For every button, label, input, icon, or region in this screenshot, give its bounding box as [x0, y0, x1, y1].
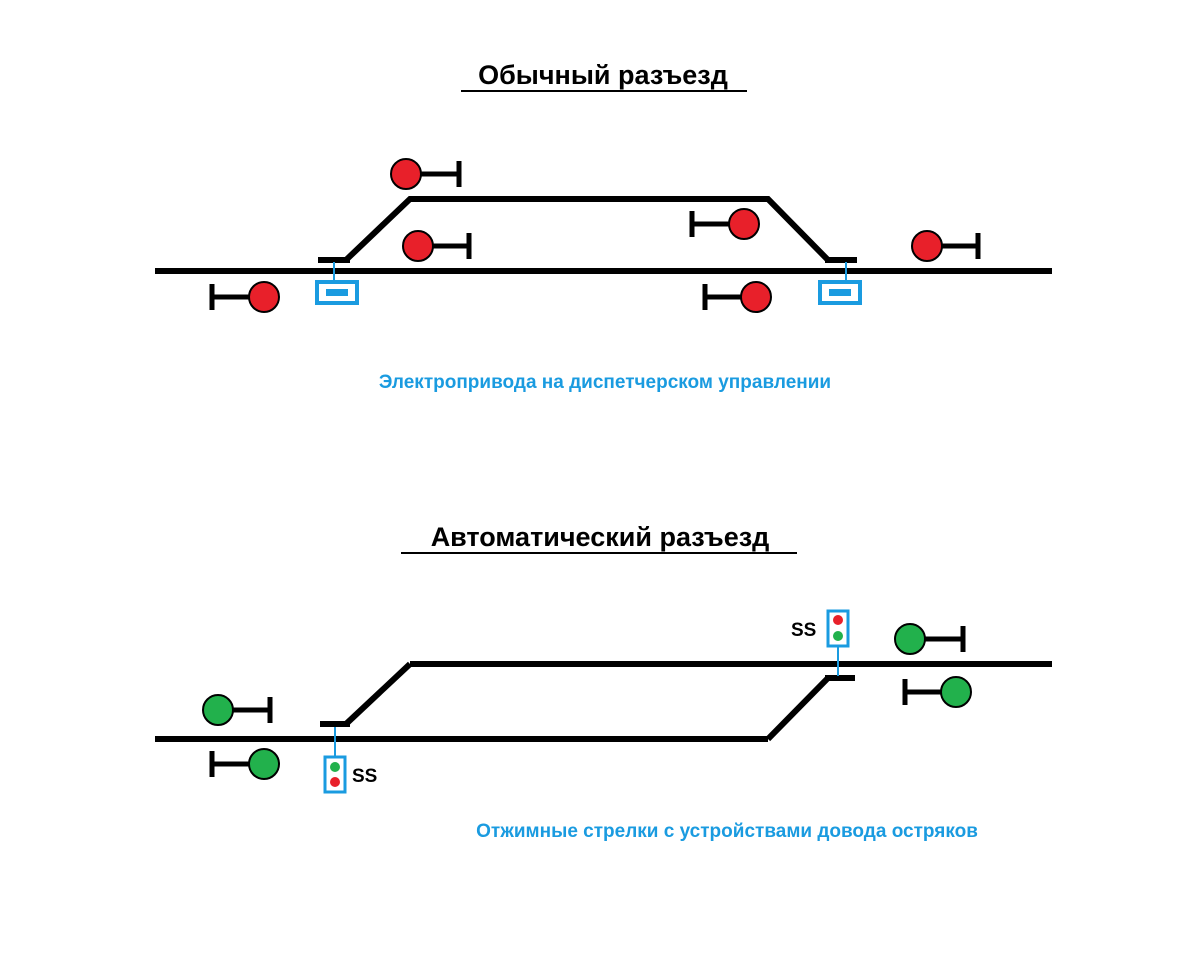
signal-red-siding-entry: [390, 158, 462, 190]
switch-machine-left: [315, 262, 359, 305]
signal-green-right-upper: [894, 623, 966, 655]
signal-red-main-inner-left: [402, 230, 472, 262]
section2-tracks: [155, 661, 1052, 742]
switch-indicator-left: [323, 727, 347, 794]
section1-caption: Электропривода на диспетчерском управлен…: [379, 372, 831, 393]
siding-track: [343, 196, 831, 263]
section1-title: Обычный разъезд: [478, 60, 728, 90]
ss-label-left: SS: [352, 766, 377, 787]
signal-green-right-lower: [902, 676, 972, 708]
section2-caption: Отжимные стрелки с устройствами довода о…: [476, 821, 978, 842]
crossover-right: [765, 675, 831, 742]
signal-red-siding-exit: [689, 208, 760, 240]
section2-title: Автоматический разъезд: [431, 522, 770, 552]
signal-green-left-upper: [202, 694, 273, 726]
switch-machine-right: [818, 262, 862, 305]
signal-red-left-outer: [209, 281, 280, 313]
signal-red-main-inner-right: [702, 281, 772, 313]
crossover-left: [343, 661, 413, 727]
signal-green-left-lower: [209, 748, 280, 780]
ss-label-right: SS: [791, 620, 816, 641]
signal-red-right-outer: [911, 230, 981, 262]
switch-indicator-right: [826, 609, 850, 676]
section1-tracks: [155, 196, 1052, 274]
